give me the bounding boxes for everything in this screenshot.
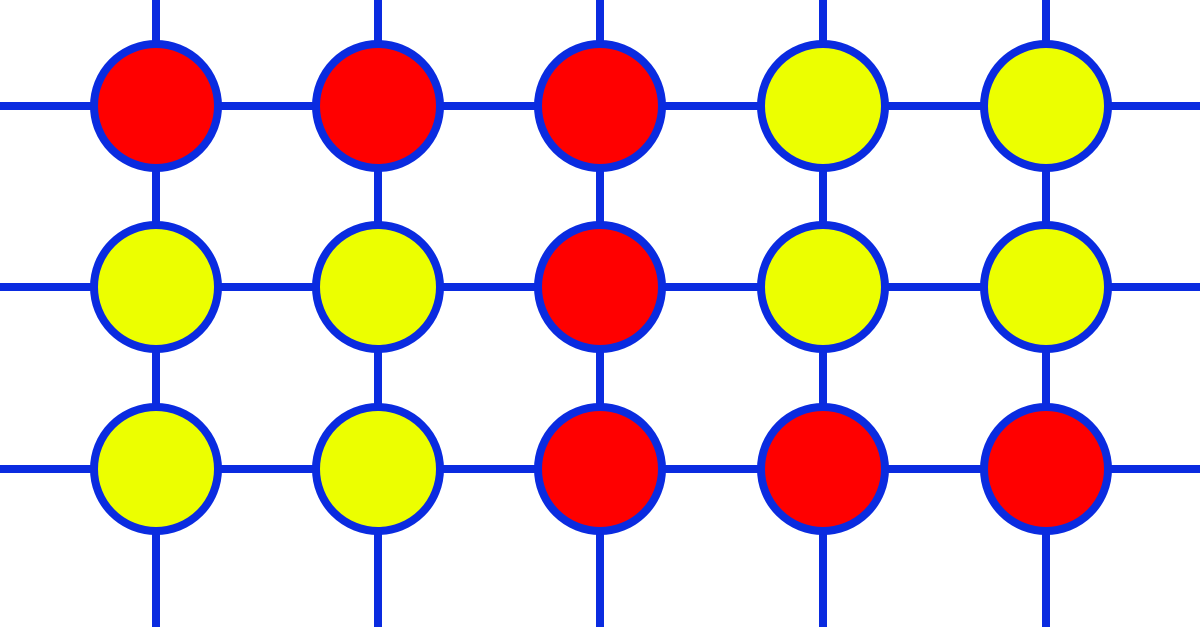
node-red-r2-c3 — [534, 221, 666, 353]
node-red-r1-c3 — [534, 40, 666, 172]
node-yellow-r2-c1 — [90, 221, 222, 353]
node-red-r1-c1 — [90, 40, 222, 172]
node-yellow-r1-c5 — [980, 40, 1112, 172]
node-yellow-r2-c4 — [757, 221, 889, 353]
node-yellow-r3-c1 — [90, 403, 222, 535]
grid-nodes — [90, 40, 1112, 535]
node-red-r1-c2 — [312, 40, 444, 172]
node-yellow-r1-c4 — [757, 40, 889, 172]
node-yellow-r3-c2 — [312, 403, 444, 535]
node-yellow-r2-c5 — [980, 221, 1112, 353]
node-red-r3-c4 — [757, 403, 889, 535]
node-red-r3-c3 — [534, 403, 666, 535]
node-yellow-r2-c2 — [312, 221, 444, 353]
node-red-r3-c5 — [980, 403, 1112, 535]
